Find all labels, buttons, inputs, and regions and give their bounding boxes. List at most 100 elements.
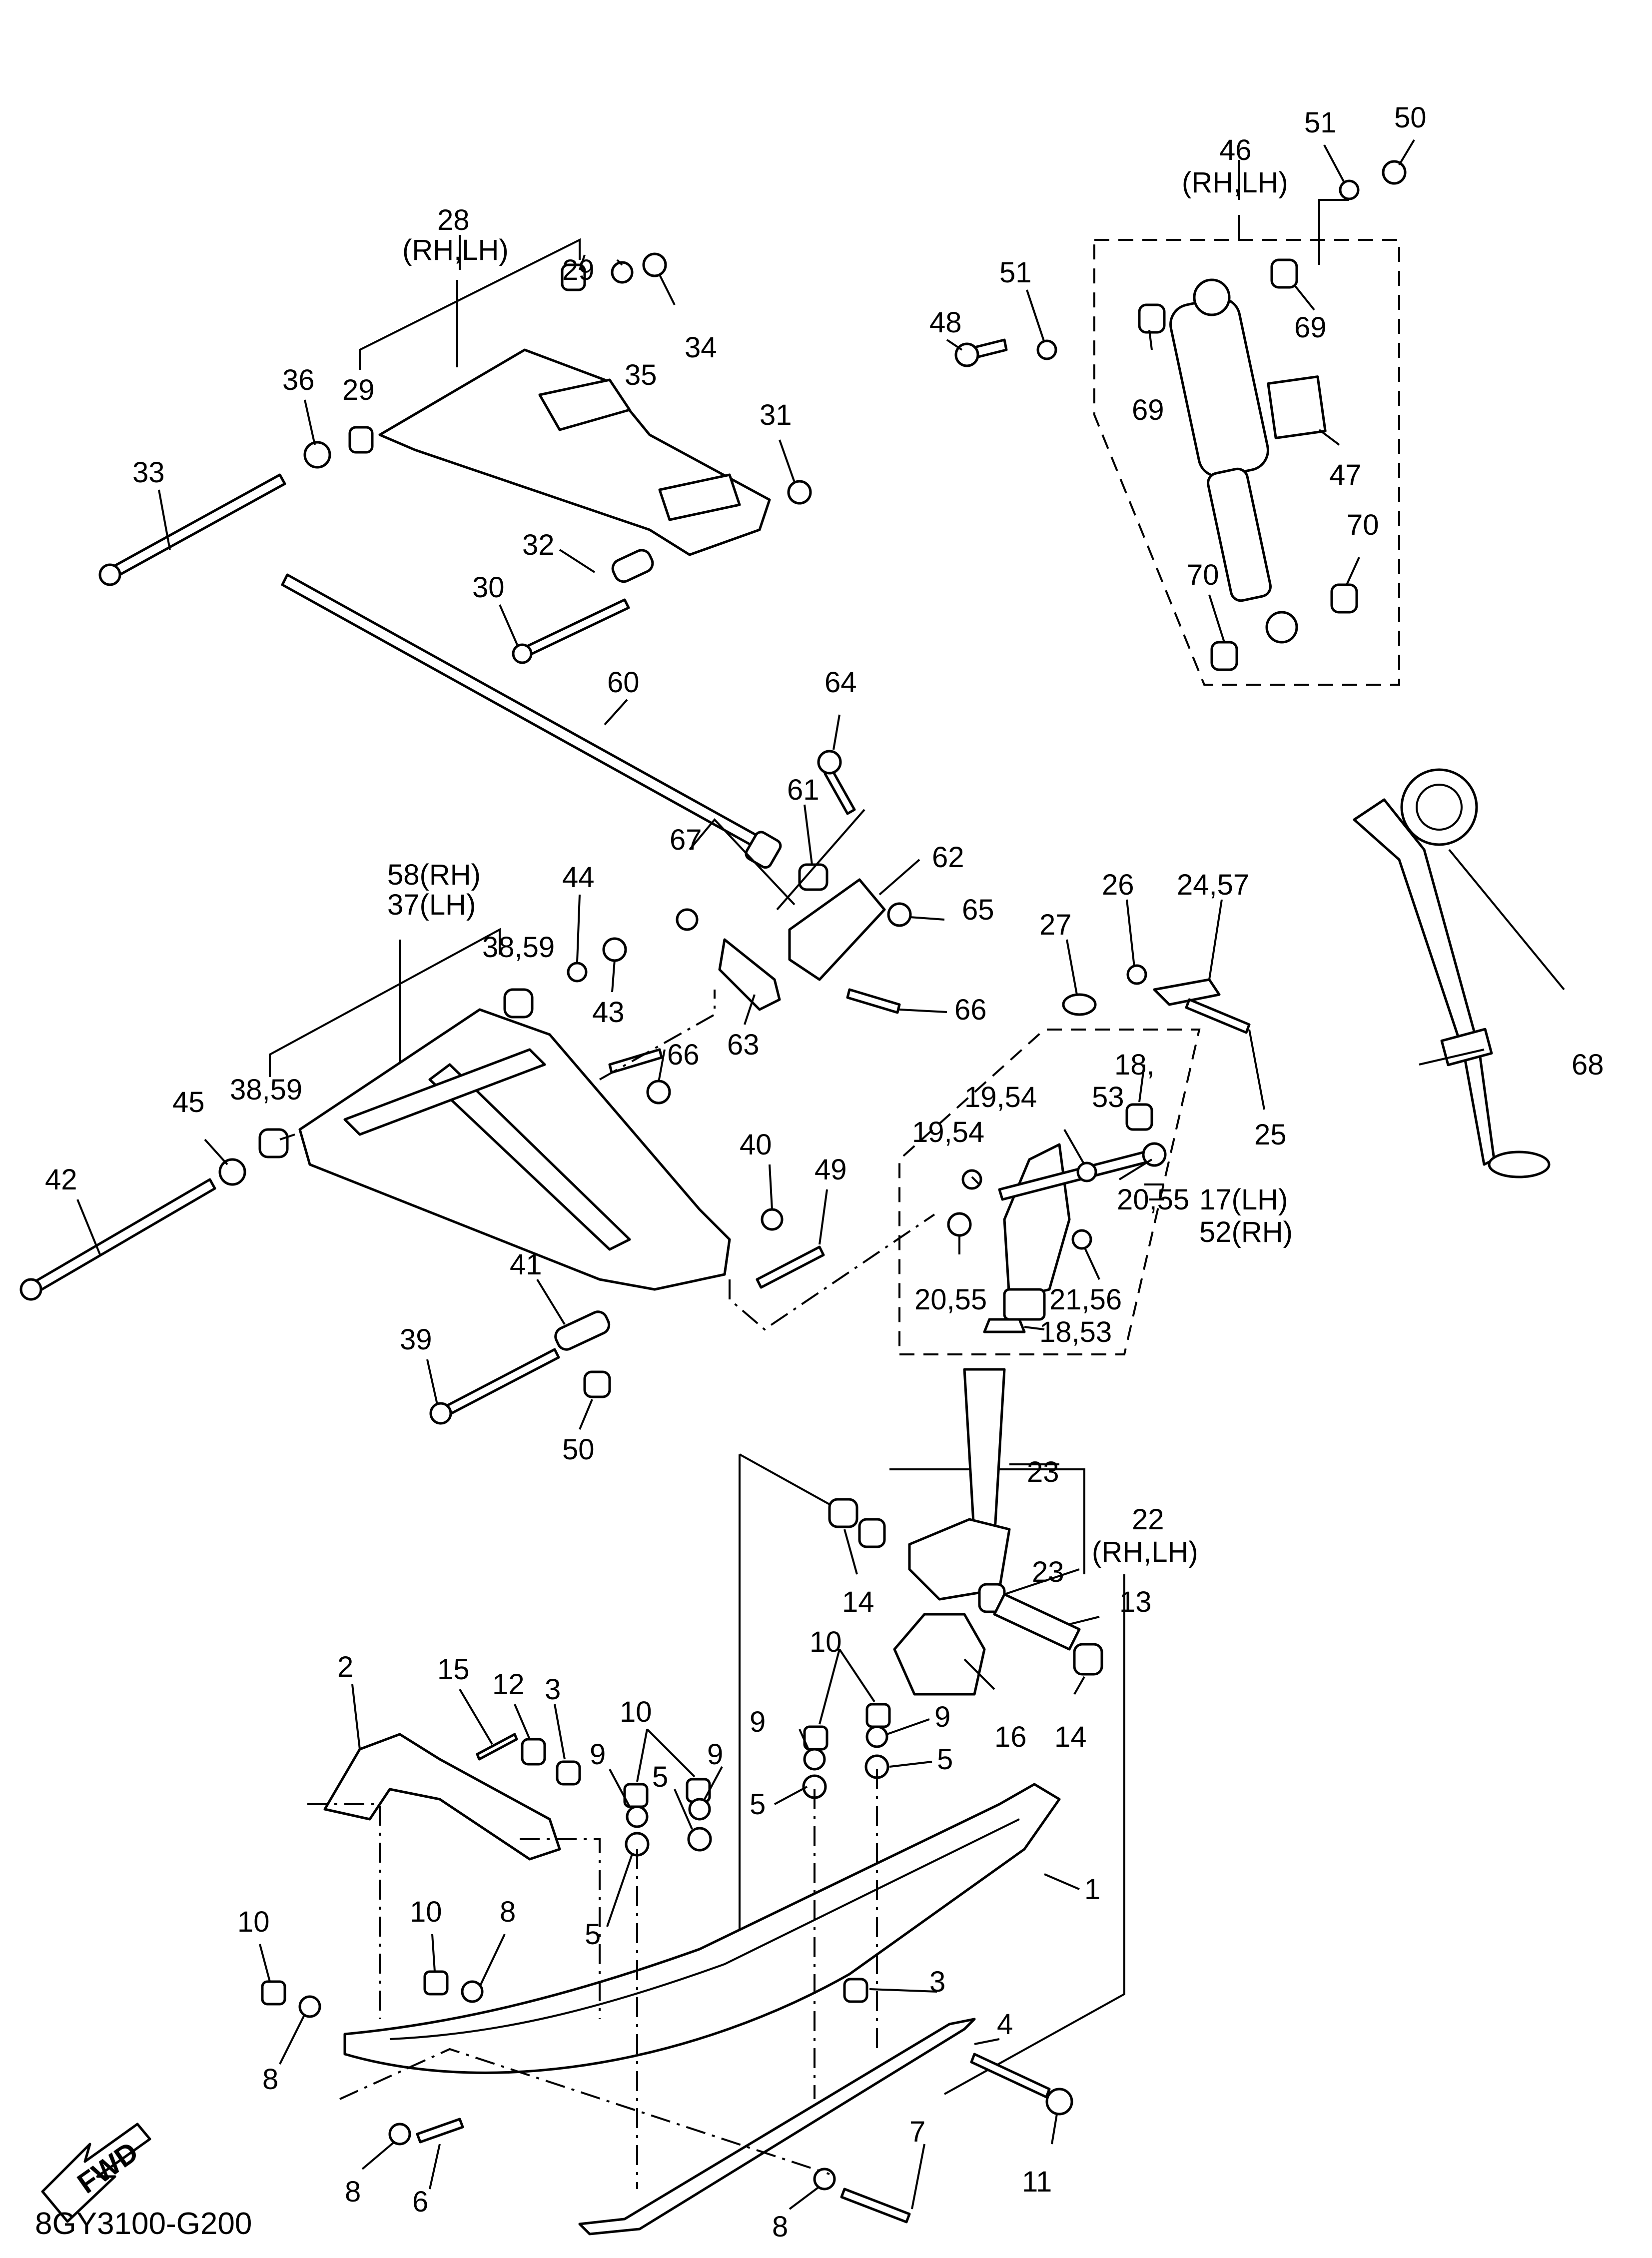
shock-body — [1169, 297, 1269, 478]
callout-62: 62 — [932, 841, 964, 874]
callout-6: 6 — [412, 2186, 428, 2218]
tool-foot — [1488, 1150, 1551, 1178]
callout-39: 39 — [400, 1323, 432, 1356]
shock-rod — [1207, 467, 1272, 602]
bushing-14a — [828, 1498, 858, 1528]
bolt-33 — [106, 473, 286, 580]
callout-18-53b: 18,53 — [1039, 1316, 1112, 1348]
callout-17: 17(LH) — [1199, 1183, 1288, 1216]
drawing-code: 8GY3100-G200 — [35, 2207, 252, 2241]
bushing-61 — [798, 863, 828, 891]
bolt-7 — [840, 2188, 911, 2224]
washer-9d — [865, 1725, 888, 1748]
washer-19b — [961, 1169, 982, 1190]
bracket-62 — [788, 878, 886, 981]
link-63 — [718, 938, 781, 1011]
callout-51a: 51 — [1304, 106, 1337, 139]
bolt-42 — [28, 1178, 216, 1295]
washer-35 — [611, 261, 634, 284]
washer-8d — [813, 2168, 836, 2191]
runner-4 — [578, 2018, 976, 2236]
arm-24 — [1153, 978, 1221, 1006]
callout-53: 53 — [1092, 1081, 1124, 1114]
callout-7: 7 — [909, 2116, 925, 2148]
callout-10b: 10 — [620, 1696, 652, 1728]
callout-19-54b: 19,54 — [912, 1116, 984, 1148]
collar-5b — [687, 1827, 712, 1852]
callout-16: 16 — [994, 1721, 1027, 1753]
nut-10f — [423, 1970, 449, 1996]
callout-14b: 14 — [1054, 1721, 1087, 1753]
shaft-60 — [281, 573, 766, 851]
callout-38-59a: 38,59 — [482, 931, 555, 964]
callout-70a: 70 — [1347, 509, 1379, 541]
callout-66b: 66 — [667, 1039, 700, 1071]
washer-9c — [803, 1748, 826, 1771]
callout-58: 58(RH) — [387, 859, 481, 891]
washer-44 — [567, 962, 588, 983]
callout-69b: 69 — [1132, 394, 1164, 426]
callout-23a: 23 — [1027, 1456, 1059, 1488]
callout-8a: 8 — [262, 2063, 278, 2096]
grease-fitting-21 — [1071, 1229, 1092, 1250]
callout-28: 28 — [437, 204, 470, 236]
callout-5a: 5 — [750, 1788, 766, 1821]
handle-2 — [323, 1733, 561, 1861]
callout-50b: 50 — [562, 1433, 595, 1466]
bushing-12 — [521, 1738, 546, 1766]
callout-45: 45 — [172, 1086, 205, 1119]
nut-10e — [261, 1980, 286, 2006]
nut-40 — [761, 1208, 784, 1231]
bushing-23a — [858, 1518, 886, 1548]
callout-8d: 8 — [772, 2211, 788, 2243]
sleeve-47 — [1267, 375, 1327, 439]
washer-8b — [461, 1980, 484, 2003]
bolt-39 — [438, 1348, 560, 1419]
callout-40: 40 — [740, 1129, 772, 1161]
callout-43: 43 — [592, 996, 625, 1029]
callout-49: 49 — [815, 1153, 847, 1186]
callout-27: 27 — [1039, 909, 1072, 941]
washer-8a — [298, 1995, 321, 2018]
washer-9b — [688, 1798, 711, 1821]
washer-51a — [1339, 179, 1360, 200]
callout-41: 41 — [510, 1248, 542, 1281]
callout-29b: 29 — [342, 374, 375, 406]
callout-9b: 9 — [934, 1701, 950, 1733]
callout-28-side: (RH,LH) — [402, 234, 509, 266]
spindle-group — [739, 1368, 1125, 2095]
washer-51b — [1036, 339, 1057, 360]
callout-23b: 23 — [1032, 1556, 1064, 1588]
callout-20-55a: 20,55 — [1117, 1183, 1189, 1216]
bushing-50b — [583, 1370, 611, 1398]
nut-3b — [843, 1978, 868, 2003]
callout-5d: 5 — [585, 1918, 601, 1951]
callout-12: 12 — [492, 1668, 525, 1701]
washer-19a — [1076, 1161, 1097, 1182]
callout-11: 11 — [1022, 2166, 1052, 2198]
shock-absorber-group — [954, 160, 1407, 686]
callout-26: 26 — [1102, 869, 1134, 901]
callout-60: 60 — [607, 666, 640, 699]
washer-8c — [388, 2123, 411, 2146]
block-16 — [893, 1613, 986, 1696]
callout-9a: 9 — [750, 1706, 766, 1738]
bolt-25 — [1185, 998, 1251, 1034]
callout-25: 25 — [1254, 1119, 1287, 1151]
callout-48: 48 — [929, 306, 962, 339]
bushing-41 — [554, 1310, 611, 1351]
bolt-30 — [518, 598, 630, 659]
callout-13: 13 — [1119, 1586, 1152, 1618]
callout-35: 35 — [625, 359, 657, 391]
callout-18-53a: 18, — [1114, 1049, 1155, 1081]
callout-52: 52(RH) — [1199, 1216, 1293, 1248]
callout-8b: 8 — [500, 1896, 516, 1928]
callout-67: 67 — [670, 824, 702, 856]
callout-51b: 51 — [999, 256, 1032, 289]
callout-1: 1 — [1084, 1873, 1100, 1906]
callout-66a: 66 — [954, 994, 987, 1026]
callout-68: 68 — [1572, 1049, 1604, 1081]
callout-36: 36 — [282, 364, 315, 396]
callout-5c: 5 — [652, 1761, 668, 1793]
knuckle-group — [898, 964, 1251, 1355]
